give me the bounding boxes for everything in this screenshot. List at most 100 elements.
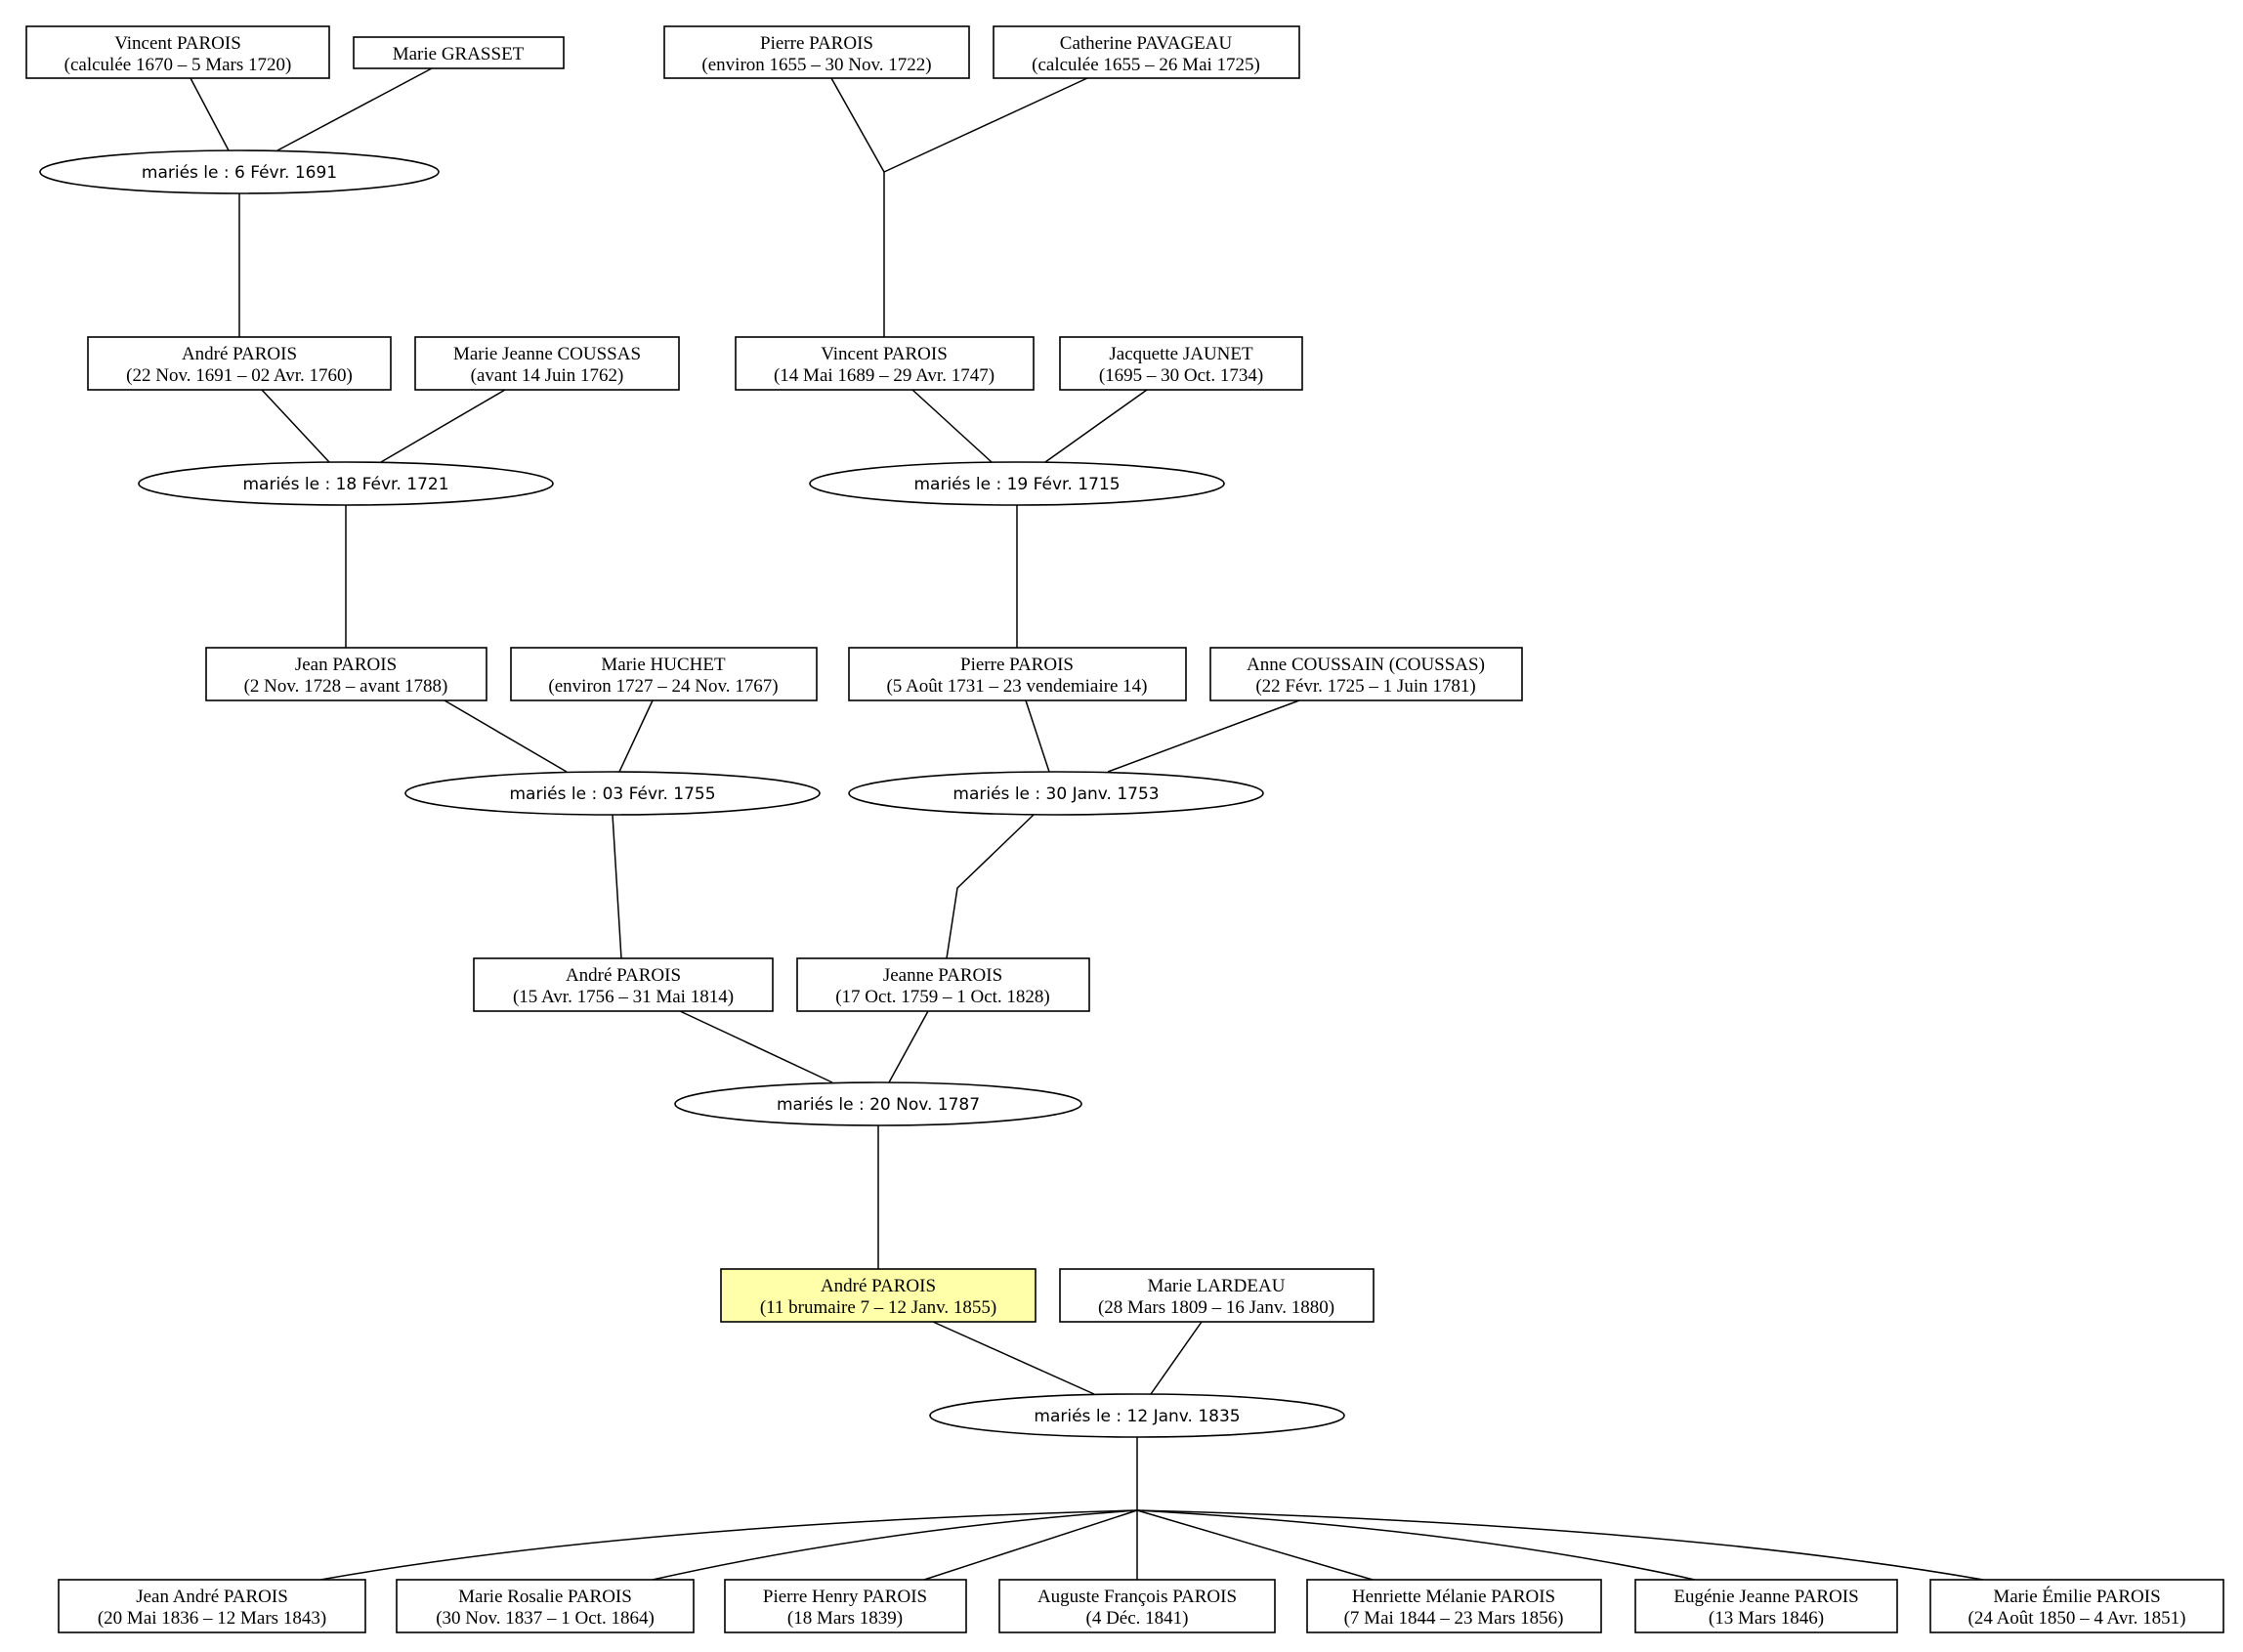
edge-vincent2-u4 bbox=[911, 389, 993, 463]
edge-jean-u5 bbox=[444, 699, 568, 773]
person-name: Henriette Mélanie PAROIS bbox=[1352, 1587, 1555, 1607]
union-label: mariés le : 03 Févr. 1755 bbox=[509, 784, 715, 804]
person-dates: (5 Août 1731 – 23 vendemiaire 14) bbox=[886, 676, 1147, 697]
person-marie-rosalie-parois[interactable]: Marie Rosalie PAROIS (30 Nov. 1837 – 1 O… bbox=[396, 1579, 695, 1633]
person-name: Marie Émilie PAROIS bbox=[1993, 1586, 2160, 1607]
edge-pierre1-join bbox=[830, 77, 885, 173]
union-label: mariés le : 18 Févr. 1721 bbox=[242, 475, 448, 494]
person-name: Marie Rosalie PAROIS bbox=[458, 1587, 632, 1607]
person-andre-parois-1[interactable]: André PAROIS (22 Nov. 1691 – 02 Avr. 176… bbox=[87, 336, 392, 391]
edge-hub-child-6 bbox=[1136, 1509, 1696, 1581]
person-name: André PAROIS bbox=[821, 1276, 936, 1296]
edge-vincent1-u1 bbox=[190, 77, 230, 151]
edge-grasset-u1 bbox=[276, 67, 433, 151]
edge-u6-jeanne bbox=[946, 814, 1035, 959]
person-dates: (11 brumaire 7 – 12 Janv. 1855) bbox=[760, 1297, 996, 1318]
union-label: mariés le : 20 Nov. 1787 bbox=[777, 1095, 980, 1115]
edge-hub-child-2 bbox=[652, 1509, 1138, 1581]
person-dates: (7 Mai 1844 – 23 Mars 1856) bbox=[1344, 1608, 1564, 1629]
edge-hub-child-3 bbox=[923, 1509, 1138, 1581]
edge-coussain-u6 bbox=[1107, 699, 1300, 773]
edge-hub-child-5 bbox=[1136, 1509, 1374, 1581]
person-catherine-pavageau[interactable]: Catherine PAVAGEAU (calculée 1655 – 26 M… bbox=[993, 25, 1300, 79]
person-dates: (4 Déc. 1841) bbox=[1086, 1608, 1189, 1629]
person-jean-parois[interactable]: Jean PAROIS (2 Nov. 1728 – avant 1788) bbox=[205, 647, 487, 701]
person-name: Pierre PAROIS bbox=[760, 33, 873, 54]
person-dates: (calculée 1670 – 5 Mars 1720) bbox=[64, 55, 292, 75]
person-name: Jeanne PAROIS bbox=[883, 965, 1002, 986]
person-name: Marie LARDEAU bbox=[1148, 1276, 1286, 1296]
person-vincent-parois-1[interactable]: Vincent PAROIS (calculée 1670 – 5 Mars 1… bbox=[25, 25, 330, 79]
person-pierre-parois-2[interactable]: Pierre PAROIS (5 Août 1731 – 23 vendemia… bbox=[848, 647, 1187, 701]
person-anne-coussain[interactable]: Anne COUSSAIN (COUSSAS) (22 Févr. 1725 –… bbox=[1209, 647, 1523, 701]
person-dates: (15 Avr. 1756 – 31 Mai 1814) bbox=[513, 987, 734, 1007]
person-dates: (avant 14 Juin 1762) bbox=[471, 365, 624, 386]
edge-jaunet-u4 bbox=[1044, 389, 1148, 463]
person-name: Pierre Henry PAROIS bbox=[763, 1587, 927, 1607]
union-1755[interactable]: mariés le : 03 Févr. 1755 bbox=[404, 771, 821, 816]
person-dates: (14 Mai 1689 – 29 Avr. 1747) bbox=[774, 365, 995, 386]
union-1691[interactable]: mariés le : 6 Févr. 1691 bbox=[39, 149, 440, 194]
union-1787[interactable]: mariés le : 20 Nov. 1787 bbox=[674, 1081, 1082, 1126]
person-dates: (22 Févr. 1725 – 1 Juin 1781) bbox=[1255, 676, 1475, 697]
union-1753[interactable]: mariés le : 30 Janv. 1753 bbox=[848, 771, 1264, 816]
person-marie-grasset[interactable]: Marie GRASSET bbox=[353, 36, 565, 69]
person-jean-andre-parois[interactable]: Jean André PAROIS (20 Mai 1836 – 12 Mars… bbox=[58, 1579, 366, 1633]
edge-lardeau-u8 bbox=[1150, 1321, 1203, 1395]
edge-coussas-u3 bbox=[380, 389, 506, 463]
union-1715[interactable]: mariés le : 19 Févr. 1715 bbox=[809, 461, 1225, 506]
person-dates: (13 Mars 1846) bbox=[1709, 1608, 1824, 1629]
union-1835[interactable]: mariés le : 12 Janv. 1835 bbox=[929, 1393, 1345, 1438]
edge-pierre2-u6 bbox=[1025, 699, 1050, 773]
person-name: Marie HUCHET bbox=[601, 655, 726, 675]
person-name: Marie GRASSET bbox=[393, 44, 525, 64]
union-1721[interactable]: mariés le : 18 Févr. 1721 bbox=[138, 461, 554, 506]
person-dates: (2 Nov. 1728 – avant 1788) bbox=[244, 676, 448, 697]
person-name: André PAROIS bbox=[566, 965, 681, 986]
union-label: mariés le : 19 Févr. 1715 bbox=[913, 475, 1120, 494]
person-dates: (28 Mars 1809 – 16 Janv. 1880) bbox=[1098, 1297, 1334, 1318]
person-name: Auguste François PAROIS bbox=[1037, 1587, 1237, 1607]
union-label: mariés le : 6 Févr. 1691 bbox=[142, 163, 337, 183]
person-andre-parois-2[interactable]: André PAROIS (15 Avr. 1756 – 31 Mai 1814… bbox=[473, 957, 774, 1012]
edge-u5-andre2 bbox=[612, 814, 622, 959]
person-marie-huchet[interactable]: Marie HUCHET (environ 1727 – 24 Nov. 176… bbox=[510, 647, 818, 701]
edge-pavageau-join bbox=[883, 77, 1088, 173]
person-dates: (environ 1727 – 24 Nov. 1767) bbox=[548, 676, 778, 697]
person-name: Marie Jeanne COUSSAS bbox=[453, 344, 641, 364]
person-marie-lardeau[interactable]: Marie LARDEAU (28 Mars 1809 – 16 Janv. 1… bbox=[1059, 1268, 1375, 1323]
person-dates: (30 Nov. 1837 – 1 Oct. 1864) bbox=[436, 1608, 655, 1629]
person-name: Eugénie Jeanne PAROIS bbox=[1673, 1587, 1858, 1607]
person-name: Catherine PAVAGEAU bbox=[1060, 33, 1233, 54]
person-name: Jean PAROIS bbox=[295, 655, 397, 675]
person-name: André PAROIS bbox=[182, 344, 297, 364]
person-dates: (20 Mai 1836 – 12 Mars 1843) bbox=[98, 1608, 326, 1629]
person-andre-parois-3-root[interactable]: André PAROIS (11 brumaire 7 – 12 Janv. 1… bbox=[720, 1268, 1037, 1323]
person-name: Jacquette JAUNET bbox=[1109, 344, 1253, 364]
person-pierre-henry-parois[interactable]: Pierre Henry PAROIS (18 Mars 1839) bbox=[724, 1579, 967, 1633]
person-pierre-parois-1[interactable]: Pierre PAROIS (environ 1655 – 30 Nov. 17… bbox=[663, 25, 970, 79]
edge-andre2-u7 bbox=[679, 1010, 833, 1083]
person-name: Vincent PAROIS bbox=[821, 344, 948, 364]
edge-andre3-u8 bbox=[932, 1321, 1095, 1395]
person-vincent-parois-2[interactable]: Vincent PAROIS (14 Mai 1689 – 29 Avr. 17… bbox=[735, 336, 1035, 391]
person-eugenie-jeanne-parois[interactable]: Eugénie Jeanne PAROIS (13 Mars 1846) bbox=[1634, 1579, 1898, 1633]
union-label: mariés le : 12 Janv. 1835 bbox=[1034, 1407, 1240, 1426]
edge-hub-child-7 bbox=[1136, 1509, 1984, 1581]
person-dates: (17 Oct. 1759 – 1 Oct. 1828) bbox=[835, 987, 1050, 1007]
person-auguste-francois-parois[interactable]: Auguste François PAROIS (4 Déc. 1841) bbox=[998, 1579, 1276, 1633]
person-henriette-melanie-parois[interactable]: Henriette Mélanie PAROIS (7 Mai 1844 – 2… bbox=[1306, 1579, 1602, 1633]
person-marie-jeanne-coussas[interactable]: Marie Jeanne COUSSAS (avant 14 Juin 1762… bbox=[414, 336, 680, 391]
person-dates: (environ 1655 – 30 Nov. 1722) bbox=[701, 55, 931, 75]
edges bbox=[190, 67, 1984, 1581]
person-name: Pierre PAROIS bbox=[960, 655, 1074, 675]
edge-jeanne-u7 bbox=[888, 1010, 929, 1083]
person-dates: (18 Mars 1839) bbox=[787, 1608, 903, 1629]
person-dates: (22 Nov. 1691 – 02 Avr. 1760) bbox=[126, 365, 353, 386]
person-jacquette-jaunet[interactable]: Jacquette JAUNET (1695 – 30 Oct. 1734) bbox=[1059, 336, 1303, 391]
edge-huchet-u5 bbox=[618, 699, 654, 773]
person-dates: (1695 – 30 Oct. 1734) bbox=[1099, 365, 1263, 386]
person-jeanne-parois[interactable]: Jeanne PAROIS (17 Oct. 1759 – 1 Oct. 182… bbox=[796, 957, 1090, 1012]
edge-andre1-u3 bbox=[261, 389, 330, 463]
person-marie-emilie-parois[interactable]: Marie Émilie PAROIS (24 Août 1850 – 4 Av… bbox=[1929, 1579, 2224, 1633]
